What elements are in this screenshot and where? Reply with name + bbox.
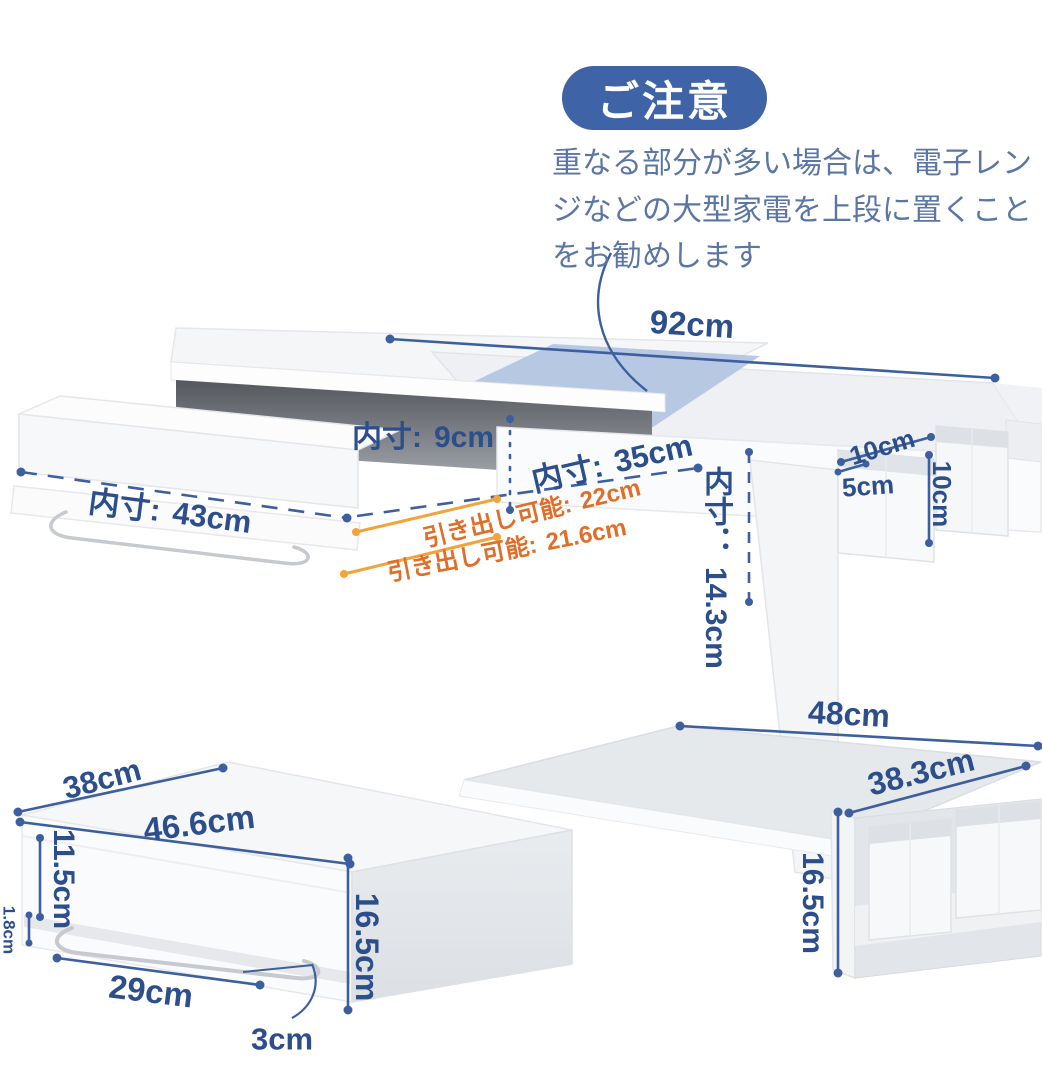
dim-inner-height: 内寸: 9cm [352, 423, 494, 453]
notice-badge: ご注意 [562, 66, 767, 130]
dim-side-inner-height: 内寸： 14.3cm [699, 466, 732, 669]
dim-side-inner-height-value: 14.3cm [699, 566, 732, 669]
dim-right-height: 16.5cm [796, 852, 829, 954]
left-diagram-dimension-dots [13, 763, 355, 1015]
dim-inner-height-prefix: 内寸: [352, 421, 422, 454]
top-diagram-dimension-dots [16, 334, 1000, 606]
notice-text: 重なる部分が多い場合は、電子レンジなどの大型家電を上段に置くことをお勧めします [552, 147, 1032, 273]
dim-holder-depth: 5cm [840, 469, 896, 503]
left-diagram-shelf [21, 761, 573, 1003]
right-diagram-dimension-dots [675, 721, 1042, 978]
top-diagram-pullout-lines [343, 497, 498, 576]
dim-overall-width: 92cm [648, 302, 736, 346]
top-diagram-pullout-dots [340, 495, 501, 578]
dim-left-tray-gap: 1.8cm [0, 905, 19, 955]
right-diagram-dimension-lines [679, 724, 1039, 973]
dim-left-height: 16.5cm [349, 892, 385, 1002]
dim-right-width: 48cm [807, 693, 891, 735]
dim-side-inner-height-prefix: 内寸： [699, 466, 732, 556]
dim-left-drawer-height: 11.5cm [47, 828, 80, 930]
dim-left-handle-clearance: 3cm [250, 1021, 314, 1057]
right-diagram-shelf [458, 725, 1042, 980]
top-diagram-dimension-lines [20, 252, 996, 602]
top-diagram-shelves [10, 327, 1042, 881]
dim-inner-height-value: 9cm [434, 421, 495, 454]
dim-holder-height: 10cm [927, 460, 957, 528]
left-diagram-dimension-lines [17, 766, 351, 1019]
